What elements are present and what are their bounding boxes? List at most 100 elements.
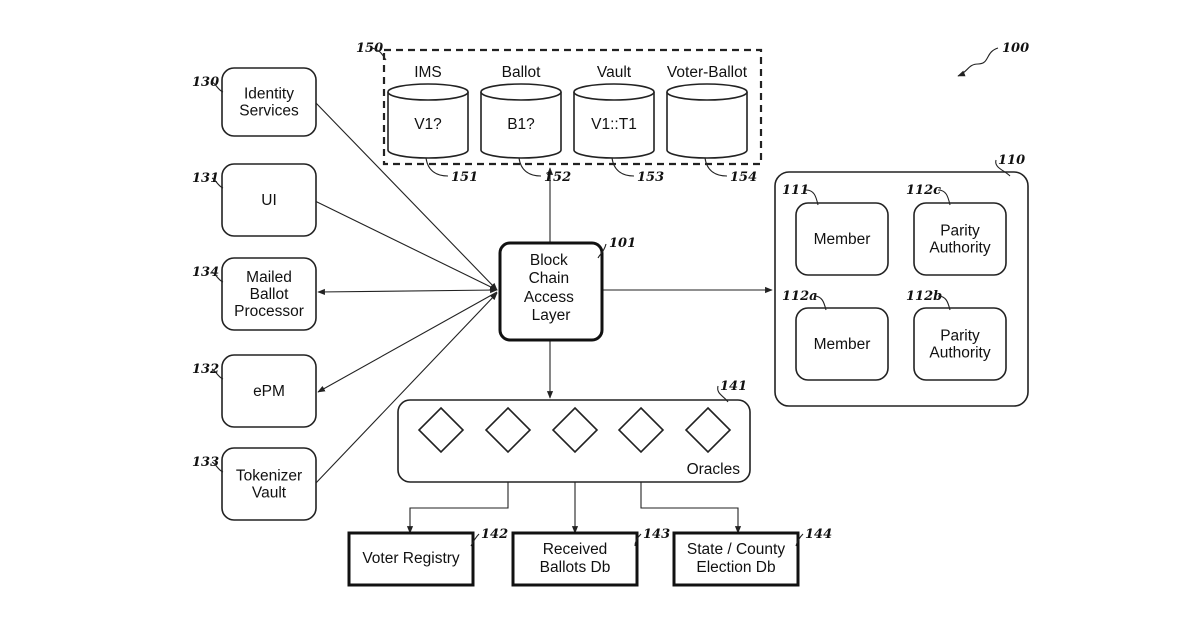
cylinder-body — [387, 92, 469, 159]
left-component: UI 131 — [192, 163, 317, 237]
left-component-ref: 130 — [192, 75, 219, 90]
block-chain-line: Chain — [529, 270, 570, 287]
oracle-diamond — [551, 406, 599, 454]
left-component-label-line: Services — [239, 103, 299, 120]
network-leader-line — [995, 159, 1011, 177]
left-component-label-line: Processor — [234, 303, 304, 320]
left-component-box — [221, 354, 317, 428]
datastore-group: 150 IMSV1?151BallotB1?152VaultV1::T1153V… — [356, 41, 763, 185]
left-component-label-line: ePM — [253, 383, 285, 400]
external-db-ref: 143 — [643, 527, 670, 542]
oracles-label: Oracles — [687, 461, 741, 478]
left-component-label-line: Tokenizer — [236, 468, 302, 485]
external-db-label-line: Election Db — [696, 559, 775, 576]
external-db-box — [511, 531, 639, 587]
left-component-ref: 132 — [192, 362, 219, 377]
datastore-leader-line — [611, 157, 635, 177]
datastore-content: V1::T1 — [591, 116, 637, 133]
datastore-leader-line — [518, 157, 542, 177]
datastore-title: Voter-Ballot — [667, 64, 748, 81]
oracles-group: 141 Oracles — [397, 379, 751, 483]
block-chain-line: Block — [530, 252, 568, 269]
network-node-leader-line — [805, 189, 819, 206]
cylinder-top — [387, 83, 469, 101]
datastore-content: V1? — [414, 116, 442, 133]
external-db-label-line: State / County — [687, 541, 785, 558]
connector-identity-services — [314, 101, 498, 291]
block-chain-label: Block Chain Access Layer — [524, 252, 578, 324]
left-component-box — [221, 257, 317, 331]
external-db-box — [347, 531, 475, 587]
cylinder-top — [666, 83, 748, 101]
left-component-leader-line — [211, 271, 224, 283]
figure-ref: 100 — [1002, 41, 1029, 56]
left-component-label: UI — [261, 192, 277, 209]
network-node-label: Member — [814, 231, 871, 248]
external-db-leader-line — [795, 533, 804, 547]
oracle-diamonds — [417, 406, 732, 454]
datastore-title: IMS — [414, 64, 442, 81]
datastore-leader-line — [704, 157, 728, 177]
datastore-ref: 154 — [730, 170, 757, 185]
block-chain-access-layer: Block Chain Access Layer 101 — [498, 236, 636, 342]
block-chain-ref: 101 — [609, 236, 636, 251]
network-node-label-line: Parity — [940, 328, 980, 345]
network-node-box — [795, 202, 889, 276]
external-db-label-line: Voter Registry — [362, 550, 460, 567]
network-node-ref: 111 — [782, 183, 809, 198]
external-db-ref: 144 — [805, 527, 832, 542]
left-component-leader-line — [211, 81, 224, 93]
external-db-ref: 142 — [481, 527, 508, 542]
left-component-ref: 133 — [192, 455, 219, 470]
left-component-label: ePM — [253, 383, 285, 400]
connector-ui — [314, 200, 498, 291]
oracle-diamond — [617, 406, 665, 454]
network-node-label-line: Authority — [929, 240, 990, 257]
datastore-ref: 153 — [637, 170, 664, 185]
datastore-frame — [382, 48, 763, 166]
network-node-leader-line — [937, 189, 951, 206]
datastore-ref: 152 — [544, 170, 571, 185]
network-node-label-line: Member — [814, 231, 871, 248]
datastore-leader-line — [425, 157, 449, 177]
network-node-ref: 112a — [782, 289, 818, 304]
network-node-leader-line — [813, 295, 827, 311]
network-node-ref: 112c — [906, 183, 941, 198]
external-db-label: Voter Registry — [362, 550, 460, 567]
left-component-label-line: Identity — [244, 86, 294, 103]
network-node: Member 111 — [782, 183, 889, 276]
external-db-label-line: Ballots Db — [540, 559, 611, 576]
oracle-diamond — [484, 406, 532, 454]
cylinder-body — [573, 92, 655, 159]
cylinder-body — [666, 92, 748, 159]
network-node-label-line: Authority — [929, 345, 990, 362]
network-node-label-line: Parity — [940, 223, 980, 240]
network-node-box — [913, 202, 1007, 276]
connector-epm — [317, 291, 498, 393]
datastore-content: B1? — [507, 116, 535, 133]
datastore-title: Vault — [597, 64, 632, 81]
block-chain-leader-line — [597, 243, 607, 259]
network-node-ref: 112b — [906, 289, 942, 304]
left-component-box — [221, 447, 317, 521]
left-component-ref: 131 — [192, 171, 219, 186]
